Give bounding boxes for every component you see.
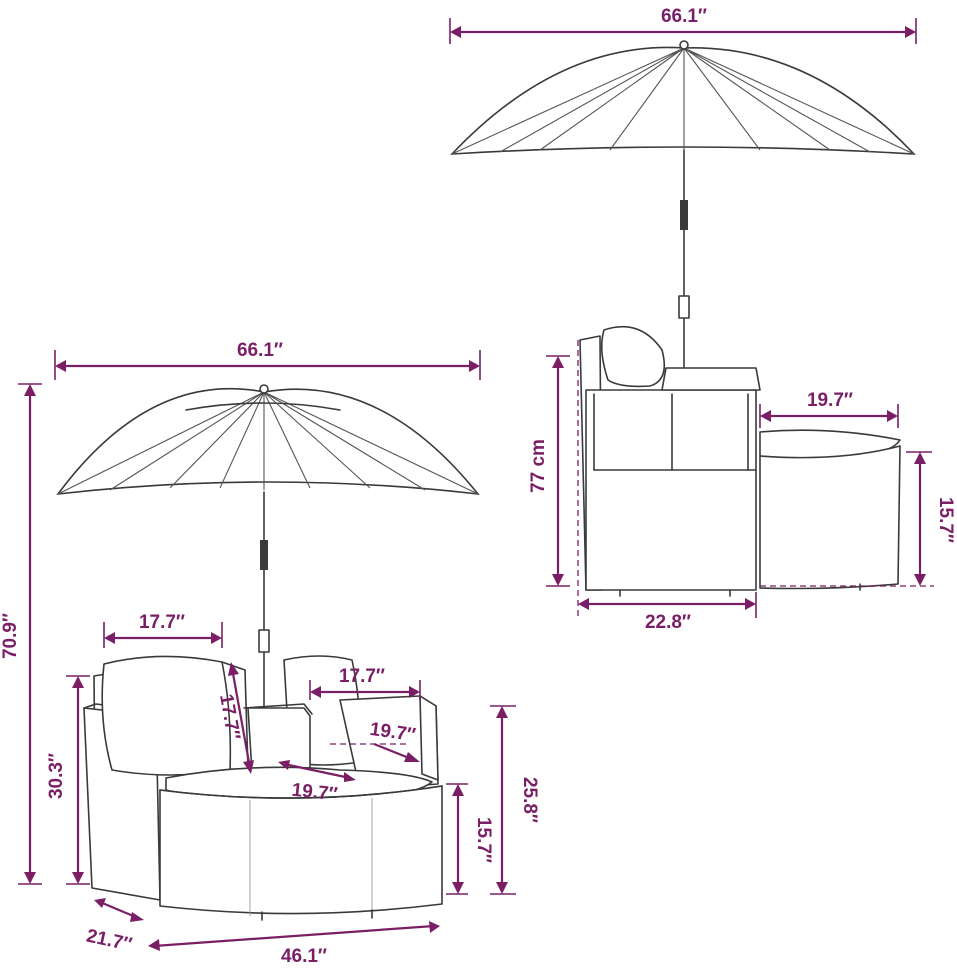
front-total-height-label: 70.9″	[0, 613, 21, 659]
side-view: 66.1″ 77 cm 19.7″ 15.7″	[449, 6, 956, 633]
side-chair-depth-label: 22.8″	[645, 612, 691, 633]
front-armrest-depth-label: 21.7″	[84, 926, 133, 956]
front-overall-width-label: 46.1″	[281, 946, 327, 967]
front-seat-depth-label: 19.7″	[291, 780, 339, 806]
front-cushion-width-label: 17.7″	[139, 612, 185, 633]
front-side-table	[243, 703, 313, 773]
side-dimensions: 66.1″ 77 cm 19.7″ 15.7″	[449, 6, 956, 633]
front-overall-height-label: 25.8″	[519, 777, 540, 823]
side-chair-height-label: 77 cm	[528, 439, 549, 493]
front-chair-height-label: 30.3″	[46, 753, 67, 799]
front-ottoman-height-label: 15.7″	[473, 817, 494, 863]
front-right-chair	[339, 695, 439, 791]
side-armchair	[579, 326, 761, 597]
side-umbrella-width-label: 66.1″	[661, 6, 707, 27]
front-back-cushion-width-label: 17.7″	[339, 666, 385, 687]
front-ottoman	[159, 766, 443, 921]
front-view: 66.1″ 70.9″ 30.3″ 17.7″	[0, 340, 540, 967]
side-ottoman-depth-label: 19.7″	[807, 390, 853, 411]
side-umbrella	[450, 40, 916, 381]
front-umbrella-width-label: 66.1″	[237, 340, 283, 361]
front-dimensions: 66.1″ 70.9″ 30.3″ 17.7″	[0, 340, 540, 967]
side-ottoman	[759, 429, 901, 591]
front-umbrella	[56, 384, 480, 771]
side-ottoman-height-label: 15.7″	[935, 497, 956, 543]
